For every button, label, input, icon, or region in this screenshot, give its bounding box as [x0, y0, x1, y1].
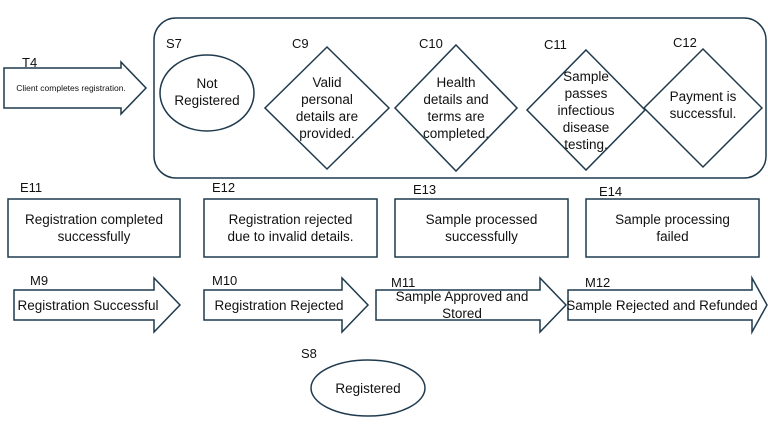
message-text-m10: Registration Rejected — [214, 297, 344, 313]
condition-text-c11: Sample passes infectious disease testing… — [557, 68, 615, 152]
message-arrow-m9 — [13, 276, 182, 334]
condition-id-c10: C10 — [419, 36, 443, 51]
message-id-m12: M12 — [585, 275, 611, 290]
event-text-e13: Sample processed successfully — [425, 212, 538, 244]
event-box-e12 — [203, 198, 378, 258]
trigger-arrow — [3, 60, 148, 116]
message-id-m10: M10 — [212, 273, 238, 288]
conditions-container — [153, 17, 767, 179]
event-id-e13: E13 — [413, 182, 437, 197]
state-text-s8: Registered — [335, 380, 401, 396]
message-text-m9: Registration Successful — [17, 297, 159, 313]
condition-id-c9: C9 — [292, 36, 309, 51]
condition-text-c9: Valid personal details are provided. — [295, 75, 359, 141]
state-id-s8: S8 — [301, 346, 317, 361]
message-text-m12: Sample Rejected and Refunded — [566, 297, 758, 313]
event-box-e11 — [7, 198, 181, 258]
condition-diamond-c9 — [263, 45, 391, 171]
condition-id-c12: C12 — [673, 35, 697, 50]
message-arrow-m11 — [375, 276, 568, 334]
condition-diamond-c11 — [525, 48, 647, 172]
state-ellipse-s8 — [310, 359, 426, 417]
condition-id-c11: C11 — [544, 37, 567, 52]
message-arrow-m10 — [203, 276, 370, 334]
condition-text-c10: Health details and terms are completed. — [422, 75, 490, 141]
message-id-m9: M9 — [30, 273, 49, 288]
event-text-e12: Registration rejected due to invalid det… — [227, 212, 354, 244]
condition-diamond-c12 — [642, 47, 764, 169]
event-id-e12: E12 — [212, 180, 236, 195]
event-box-e13 — [394, 198, 569, 258]
event-id-e11: E11 — [20, 180, 43, 195]
message-arrow-m12 — [567, 275, 768, 335]
message-text-m11: Sample Approved and Stored — [395, 289, 529, 321]
message-id-m11: M11 — [391, 275, 416, 290]
state-text-s7: Not Registered — [174, 76, 240, 108]
trigger-id: T4 — [22, 55, 38, 70]
condition-text-c12: Payment is successful. — [669, 89, 737, 121]
event-text-e11: Registration completed successfully — [24, 212, 164, 244]
state-ellipse-s7 — [159, 54, 255, 132]
event-box-e14 — [585, 198, 760, 258]
trigger-text: Client completes registration. — [16, 83, 126, 93]
state-id-s7: S7 — [166, 36, 182, 51]
event-id-e14: E14 — [599, 184, 623, 199]
event-text-e14: Sample processing failed — [615, 212, 730, 244]
condition-diamond-c10 — [393, 43, 519, 173]
